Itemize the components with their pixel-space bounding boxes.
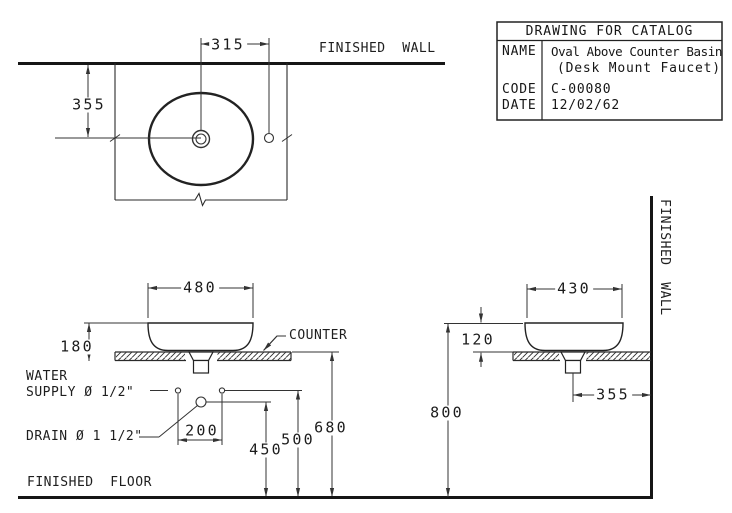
water-supply-hole-left <box>174 387 182 394</box>
finished-floor-label: FINISHED FLOOR <box>27 475 152 490</box>
dim-120-side: 120 <box>459 330 497 349</box>
dim-430-side: 430 <box>555 279 593 298</box>
dim-180-front: 180 <box>58 337 96 356</box>
basin-front-outline <box>147 322 254 352</box>
finished-wall-label: FINISHED WALL <box>319 41 436 56</box>
title-block-grid <box>496 21 723 121</box>
date-label: DATE <box>502 98 537 113</box>
code-value: C-00080 <box>551 82 612 97</box>
water-supply-label-line1: WATER <box>26 369 68 384</box>
drain-front <box>188 351 214 362</box>
dim-315-plan: 315 <box>209 35 247 54</box>
name-value-line2: (Desk Mount Faucet) <box>557 61 721 76</box>
water-supply-label-line2: SUPPLY Ø 1/2" <box>26 385 135 400</box>
side-view <box>444 196 653 499</box>
faucet-hole-plan <box>263 132 275 144</box>
dim-480-front: 480 <box>181 278 219 297</box>
front-view <box>18 283 653 499</box>
drain-plan <box>191 129 211 149</box>
counter-label: COUNTER <box>289 328 348 343</box>
dim-500-front: 500 <box>279 430 317 449</box>
name-value-line1: Oval Above Counter Basin <box>551 44 723 59</box>
title-block-header: DRAWING FOR CATALOG <box>525 24 694 39</box>
drain-rough-in <box>195 396 207 408</box>
date-value: 12/02/62 <box>551 98 621 113</box>
water-supply-hole-right <box>218 387 226 394</box>
dim-680-front: 680 <box>312 418 350 437</box>
dim-355-side: 355 <box>594 385 632 404</box>
drain-side <box>560 351 586 362</box>
code-label: CODE <box>502 82 537 97</box>
dim-800-side: 800 <box>428 403 466 422</box>
dim-355-plan: 355 <box>70 95 108 114</box>
finished-wall-side-label: FINISHED WALL <box>657 199 672 316</box>
dim-200-front: 200 <box>183 421 221 440</box>
plan-view <box>18 38 445 207</box>
drain-label: DRAIN Ø 1 1/2" <box>26 429 143 444</box>
basin-side-outline <box>524 322 624 352</box>
dim-450-front: 450 <box>247 440 285 459</box>
name-label: NAME <box>502 44 537 59</box>
